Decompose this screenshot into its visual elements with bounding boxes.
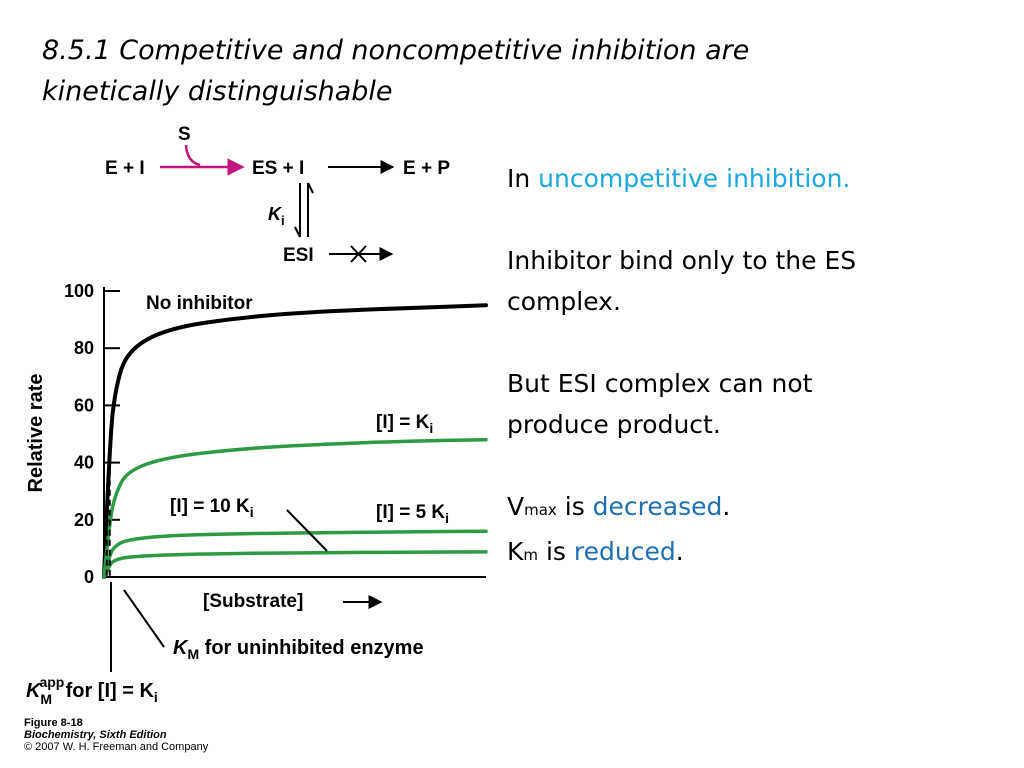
y-tick-label: 60 [74,395,94,415]
eq-arrow-up-head [307,182,314,194]
km-annotation: KM for uninhibited enzyme [173,637,424,662]
series-lines [102,303,488,579]
caption-figure-number: Figure 8-18 [24,717,83,729]
leader-10ki [286,509,328,552]
y-tick-label: 40 [74,453,94,473]
highlight-decreased: decreased [592,492,723,521]
substrate-curve [184,144,201,167]
explanation-line-3a: But ESI complex can not [507,369,813,398]
reaction-scheme: E + I S ES + I E + P Ki ESI [105,124,450,266]
km-line: Km is reduced. [507,537,684,566]
explanation-line-1: In uncompetitive inhibition. [507,164,851,193]
scheme-substrate-label: S [178,124,191,145]
y-tick-label: 80 [74,338,94,358]
series-line-1 [102,437,488,579]
explanation-line-2b: complex. [507,287,621,316]
vmax-line: Vmax is decreased. [507,492,731,521]
scheme-e-plus-i: E + I [105,158,145,179]
scheme-ki: Ki [268,204,285,228]
rate-chart: 0 20 40 60 80 100 Relative rate [Substrate] N… [25,281,488,707]
title-line-2: kinetically distinguishable [42,76,393,107]
highlight-uncompetitive: uncompetitive inhibition. [538,164,851,193]
explanation-line-3b: produce product. [507,410,721,439]
series-label-i-ki: [I] = Ki [376,412,433,436]
highlight-reduced: reduced [573,537,676,566]
series-line-3 [102,550,488,579]
x-axis-label: [Substrate] [203,591,303,612]
caption-book: Biochemistry, Sixth Edition [24,729,167,741]
y-tick-label: 100 [64,281,94,301]
y-axis-label: Relative rate [25,374,47,493]
y-tick-label: 0 [84,567,94,587]
scheme-es-plus-i: ES + I [252,158,304,179]
series-label-i-10ki: [I] = 10 Ki [170,496,254,520]
leader-km [123,589,165,648]
explanation-text: In uncompetitive inhibition. Inhibitor b… [507,158,1007,576]
scheme-esi: ESI [283,245,314,266]
series-line-2 [102,529,488,579]
series-line-0 [102,303,488,579]
eq-arrow-down-head [294,226,301,238]
scheme-e-plus-p: E + P [403,158,450,179]
caption-copyright: © 2007 W. H. Freeman and Company [24,741,209,753]
y-ticks: 0 20 40 60 80 100 [64,281,120,587]
y-tick-label: 20 [74,510,94,530]
slide-title: 8.5.1 Competitive and noncompetitive inh… [42,30,1002,112]
series-label-no-inhibitor: No inhibitor [146,293,253,314]
title-line-1: 8.5.1 Competitive and noncompetitive inh… [42,35,750,66]
explanation-line-2a: Inhibitor bind only to the ES [507,246,857,275]
series-label-i-5ki: [I] = 5 Ki [376,502,449,526]
figure-caption: Figure 8-18 Biochemistry, Sixth Edition … [24,717,208,753]
blocked-cross-b [350,245,367,263]
